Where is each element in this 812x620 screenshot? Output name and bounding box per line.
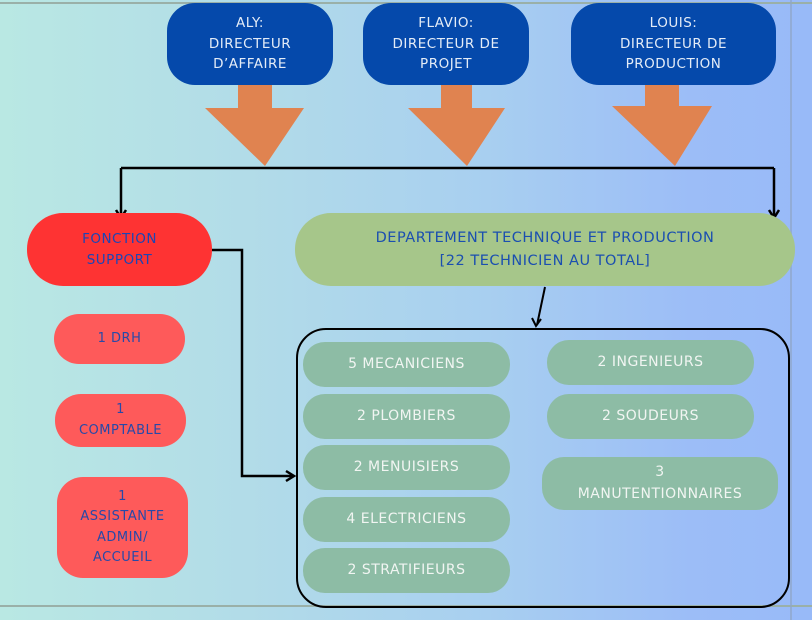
arrow-down-louis (612, 85, 712, 166)
staff-assistante: 1 ASSISTANTE ADMIN/ ACCUEIL (57, 477, 188, 578)
tech-electriciens: 4 ELECTRICIENS (303, 497, 510, 542)
staff-comptable: 1 COMPTABLE (55, 394, 186, 447)
connector-department-to-group (536, 286, 546, 326)
tech-manutentionnaires: 3 MANUTENTIONNAIRES (542, 457, 778, 510)
arrow-down-aly (205, 85, 304, 166)
tech-mecaniciens: 5 MECANICIENS (303, 342, 510, 387)
director-aly: ALY: DIRECTEUR D’AFFAIRE (167, 3, 333, 85)
director-louis: LOUIS: DIRECTEUR DE PRODUCTION (571, 3, 776, 85)
tech-stratifieurs: 2 STRATIFIEURS (303, 548, 510, 593)
tech-menuisiers: 2 MENUISIERS (303, 445, 510, 490)
technical-department: DEPARTEMENT TECHNIQUE ET PRODUCTION [22 … (295, 213, 795, 286)
director-flavio: FLAVIO: DIRECTEUR DE PROJET (363, 3, 529, 85)
tech-soudeurs: 2 SOUDEURS (547, 394, 754, 439)
connector-support-to-group (212, 248, 292, 478)
arrowhead-support-to-group (285, 469, 297, 483)
tech-ingenieurs: 2 INGENIEURS (547, 340, 754, 385)
frame-right-border (790, 0, 792, 620)
arrowhead-group (531, 317, 542, 328)
arrow-down-flavio (408, 85, 505, 166)
staff-drh: 1 DRH (54, 314, 185, 364)
tech-plombiers: 2 PLOMBIERS (303, 394, 510, 439)
support-function: FONCTION SUPPORT (27, 213, 212, 286)
technician-group (296, 328, 790, 608)
